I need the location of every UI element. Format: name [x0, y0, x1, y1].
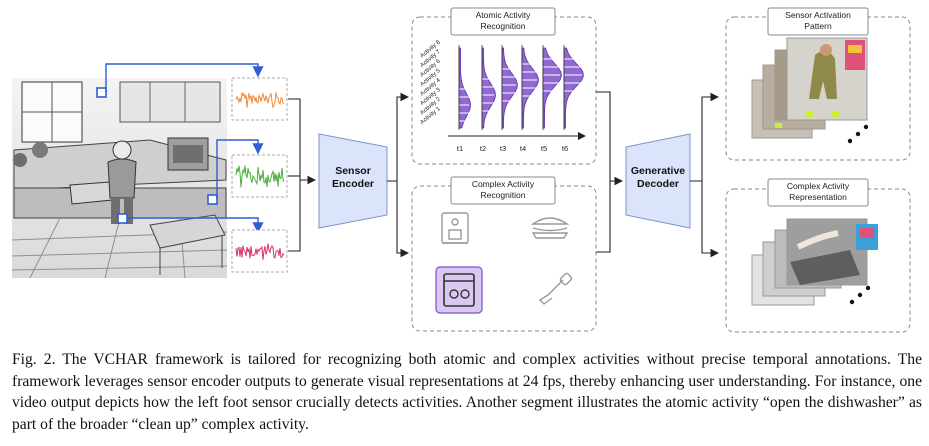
decoder-label-line1: Generative — [631, 165, 685, 177]
complex-title-line1: Complex Activity — [472, 179, 535, 189]
atomic-title-line1: Atomic Activity — [476, 10, 532, 20]
decoder-output-arrows — [690, 92, 720, 258]
pattern-title-line1: Sensor Activation — [785, 10, 851, 20]
activity-distribution — [481, 47, 496, 129]
atomic-activity-panel: Atomic Activity Recognition Activity 8Ac… — [411, 7, 597, 165]
figure-caption: Fig. 2. The VCHAR framework is tailored … — [12, 351, 922, 433]
time-tick-label: t5 — [541, 144, 547, 153]
complex-activity-panel: Complex Activity Recognition — [411, 176, 597, 332]
encoder-label-line1: Sensor — [335, 165, 371, 177]
generative-decoder-block: Generative Decoder — [625, 133, 691, 229]
more-frames-dots — [847, 124, 869, 144]
time-tick-label: t6 — [562, 144, 568, 153]
more-frames-dots-2 — [849, 285, 871, 305]
complex-representation-panel: Complex Activity Representation — [725, 178, 911, 333]
sensor-wires — [105, 63, 264, 234]
elderly-person-figure — [107, 140, 137, 224]
representation-title-line1: Complex Activity — [787, 181, 850, 191]
decoder-input-arrows — [596, 91, 624, 253]
coffee-machine-icon — [441, 212, 469, 244]
encoder-label-line2: Encoder — [332, 178, 374, 190]
video-frames-stack — [751, 37, 868, 139]
vchar-framework-diagram: Sensor Encoder Atomic Activity Recogniti… — [11, 7, 911, 333]
time-tick-label: t1 — [457, 144, 463, 153]
sandwich-icon — [530, 217, 570, 239]
dishwasher-icon — [435, 266, 483, 314]
signal-box-orange — [231, 77, 288, 121]
activity-distribution — [501, 47, 518, 129]
sensor-encoder-block: Sensor Encoder — [318, 133, 388, 229]
signal-box-pink — [231, 229, 288, 273]
kitchen-sketch-illustration — [11, 78, 228, 279]
vacuum-icon — [538, 272, 573, 305]
atomic-title-line2: Recognition — [481, 21, 526, 31]
encoder-output-arrows — [387, 92, 410, 258]
time-tick-label: t2 — [480, 144, 486, 153]
complex-title-line2: Recognition — [481, 190, 526, 200]
pattern-title-line2: Pattern — [804, 21, 832, 31]
representation-title-line2: Representation — [789, 192, 847, 202]
dishwasher-video-frames — [751, 218, 878, 306]
signal-box-green — [231, 154, 288, 198]
sensor-activation-panel: Sensor Activation Pattern — [725, 7, 911, 161]
time-tick-label: t3 — [500, 144, 506, 153]
time-tick-label: t4 — [520, 144, 526, 153]
decoder-label-line2: Decoder — [637, 178, 679, 190]
signal-connectors — [288, 98, 317, 252]
